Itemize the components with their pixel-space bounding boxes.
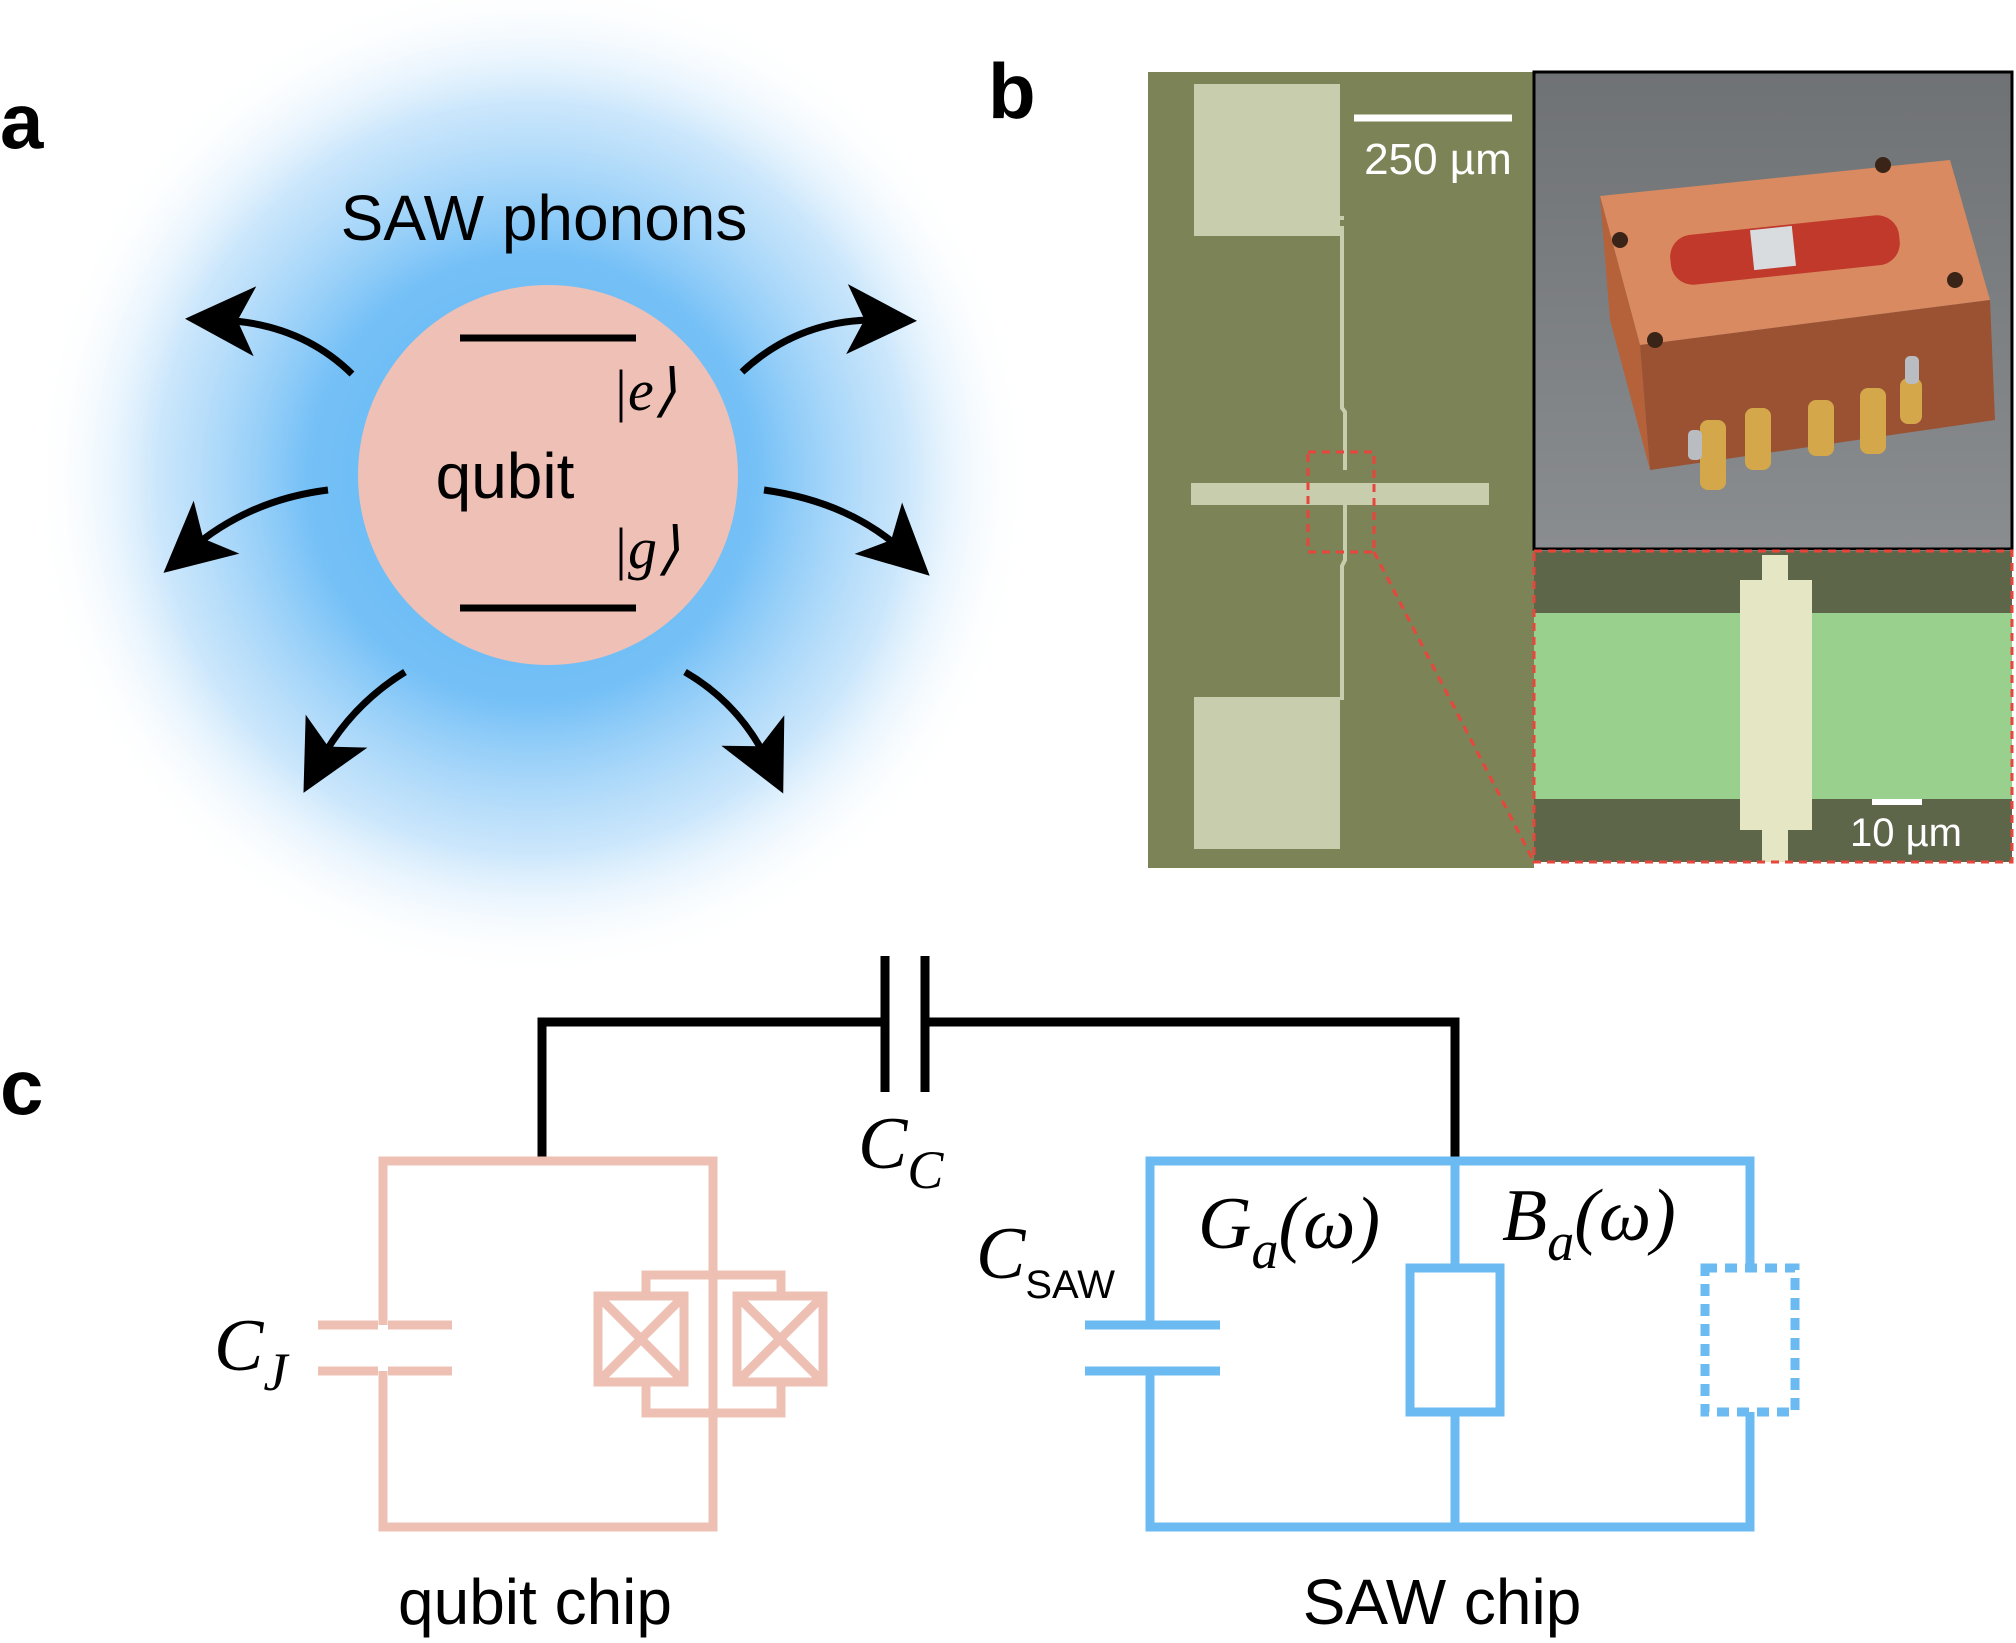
saw-chip-circuit xyxy=(1085,1156,1800,1532)
coupling-cap-label: CC xyxy=(858,1103,944,1200)
scale-bar-inset-label: 10 µm xyxy=(1850,811,1962,855)
conductance-label: Ga(ω) xyxy=(1198,1183,1380,1280)
zoom-box xyxy=(1306,450,1376,554)
panel-a-label: a xyxy=(0,77,44,165)
panel-a: a SAW phonons qubit |e⟩ |g⟩ xyxy=(0,0,1032,978)
emission-arrow-mid-right xyxy=(763,486,930,576)
qubit-circle xyxy=(358,285,738,665)
saw-transducer-inset: 10 µm xyxy=(1532,549,2014,864)
qubit-label: qubit xyxy=(436,440,575,512)
saw-cap-label: CSAW xyxy=(976,1213,1115,1307)
junction-cap-label: CJ xyxy=(214,1305,290,1402)
panel-c-label: c xyxy=(0,1043,43,1131)
emission-arrow-lower-right xyxy=(683,668,785,794)
lower-lead xyxy=(1340,505,1347,700)
saw-chip-label: SAW chip xyxy=(1303,1566,1582,1638)
device-micrograph: 250 µm xyxy=(1148,72,1534,868)
panel-c: c CC CJ xyxy=(0,956,1800,1638)
emission-arrow-mid-left xyxy=(163,486,329,573)
emission-arrow-lower-left xyxy=(303,669,407,793)
junction-cross-bar xyxy=(1191,483,1489,505)
inset-border xyxy=(1532,549,2014,864)
lower-capacitor-pad xyxy=(1194,697,1340,849)
coupling-circuit xyxy=(537,956,1460,1158)
conductance-resistor xyxy=(1405,1263,1505,1417)
susceptance-element xyxy=(1700,1263,1800,1417)
susceptance-label: Ba(ω) xyxy=(1502,1175,1676,1272)
emission-arrow-upper-left xyxy=(185,286,355,377)
panel-b: b 250 µm xyxy=(988,47,2014,868)
zoom-guide-line xyxy=(1372,551,1536,863)
sample-holder-photo xyxy=(1532,70,2014,551)
ground-state-label: |g⟩ xyxy=(612,516,680,581)
josephson-junction-right xyxy=(732,1291,828,1387)
emission-arrow-upper-right xyxy=(739,284,917,375)
scale-bar-main-label: 250 µm xyxy=(1364,135,1512,184)
qubit-chip-circuit xyxy=(318,1156,828,1532)
junction-strip xyxy=(1740,580,1812,830)
upper-lead xyxy=(1338,226,1347,470)
josephson-junction-left xyxy=(593,1291,689,1387)
saw-phonons-title: SAW phonons xyxy=(341,182,748,254)
qubit-chip-label: qubit chip xyxy=(398,1566,672,1638)
panel-b-label: b xyxy=(988,47,1036,135)
upper-capacitor-pad xyxy=(1194,84,1340,236)
excited-state-label: |e⟩ xyxy=(612,358,676,423)
